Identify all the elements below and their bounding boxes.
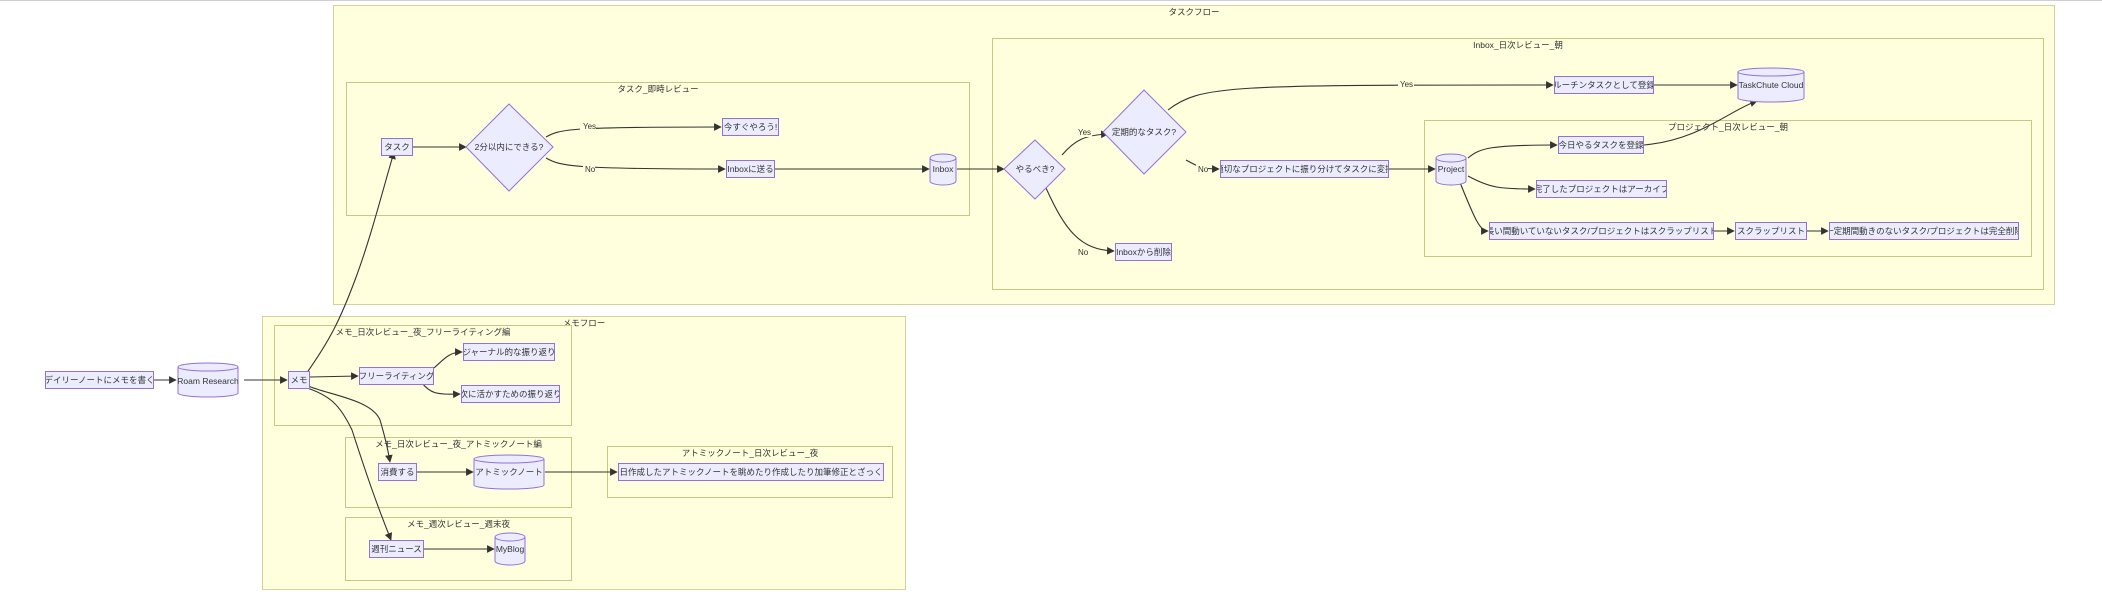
edge-memo-weekly [303,386,393,541]
edge-memo-digest [307,385,393,463]
cluster-label-memo-weekly: メモ_週次レビュー_週末夜 [407,519,510,529]
edge-label-yes-shoulddo: Yes [1078,128,1091,137]
edge-twomin-donow [545,123,722,138]
cluster-label-atomic-daily-review: アトミックノート_日次レビュー_夜 [681,448,819,458]
decision-should-do-label: やるべき? [1016,164,1055,174]
cluster-label-inbox-daily-review: Inbox_日次レビュー_朝 [1473,40,1563,50]
database-atomic-note-label: アトミックノート [475,467,543,477]
decision-routine-label: 定期的なタスク? [1112,127,1177,137]
node-delete: 一定期間動きのないタスク/プロジェクトは完全削除 [1829,222,2019,240]
cluster-inbox-daily-review: Inbox_日次レビュー_朝 [992,38,2044,290]
database-inbox [929,153,957,186]
edge-label-yes-routine: Yes [1400,80,1413,89]
database-myblog-label: MyBlog [496,544,525,554]
edge-label-yes-twomin: Yes [583,122,596,131]
edge-project-archive [1467,175,1536,193]
edge-shoulddo-routineq [1061,130,1109,156]
node-send-inbox: Inboxに送る [726,160,775,178]
edge-project-scrapmove [1458,179,1489,235]
edge-routineq-registerroutine [1167,81,1554,111]
node-freewriting: フリーライティング [359,367,434,385]
database-taskchute-cloud [1737,67,1805,103]
node-register-today: 今日やるタスクを登録 [1558,136,1644,154]
node-scrap-move: 長い間動いていないタスク/プロジェクトはスクラップリスト [1489,222,1714,240]
node-memo: メモ [288,371,310,389]
node-archive: 完了したプロジェクトはアーカイブ [1536,180,1667,198]
cluster-label-memo-flow: メモフロー [562,318,606,328]
edge-memo-task [305,151,396,375]
node-digest: 消費する [378,463,417,481]
database-taskchute-cloud-label: TaskChute Cloud [1739,80,1804,90]
database-atomic-note [473,454,545,490]
edge-shoulddo-deleteinbox [1045,187,1115,255]
node-convert-project: 適切なプロジェクトに振り分けてタスクに変換 [1220,160,1389,178]
decision-two-min-label: 2分以内にできる? [475,142,544,152]
node-scraplist: スクラップリスト [1735,222,1807,240]
edge-freewriting-journal [433,348,463,369]
database-project-label: Project [1438,164,1465,174]
edge-label-no-twomin: No [585,165,596,174]
node-task: タスク [381,138,413,156]
node-delete-inbox: Inboxから削除 [1115,243,1172,261]
edge-memo-freewriting [309,372,359,380]
node-weekly-news: 週刊ニュース [369,540,424,558]
edge-project-registertoday [1467,141,1558,159]
node-journal: ジャーナル的な振り返り [463,343,555,361]
edge-freewriting-next [421,382,461,399]
decision-routine [1102,89,1187,175]
database-inbox-label: Inbox [933,164,955,174]
edge-registertoday-taskchute [1643,99,1758,146]
node-atomic-review: 今日作成したアトミックノートを眺めたり作成したり加筆修正とざっくり [618,463,884,481]
edge-label-no-shoulddo: No [1078,248,1089,257]
database-project [1435,153,1467,186]
cluster-memo-freewriting: メモ_日次レビュー_夜_フリーライティング編 [274,325,572,426]
cluster-task-flow: タスクフロー [333,5,2055,305]
cluster-label-memo-atomic: メモ_日次レビュー_夜_アトミックノート編 [375,439,542,449]
decision-should-do [1003,139,1066,200]
database-roam-research [177,362,239,398]
cluster-label-task-flow: タスクフロー [1168,7,1220,17]
edge-twomin-sendinbox [545,157,726,173]
node-register-routine: ルーチンタスクとして登録 [1554,76,1654,94]
database-myblog [494,532,526,566]
node-do-now: 今すぐやろう! [722,118,779,136]
decision-two-min [465,103,554,192]
cluster-label-project-daily-review: プロジェクト_日次レビュー_朝 [1668,122,1788,132]
cluster-label-task-immediate-review: タスク_即時レビュー [617,84,699,94]
database-roam-research-label: Roam Research [177,376,239,386]
top-border [0,0,2102,1]
cluster-project-daily-review: プロジェクト_日次レビュー_朝 [1424,120,2032,257]
cluster-label-memo-freewriting: メモ_日次レビュー_夜_フリーライティング編 [335,327,511,337]
node-daily-note: デイリーノートにメモを書く [45,371,154,389]
edge-label-no-routine: No [1198,165,1209,174]
node-next-review: 次に活かすための振り返り [461,385,560,403]
cluster-memo-weekly: メモ_週次レビュー_週末夜 [345,517,572,581]
cluster-task-immediate-review: タスク_即時レビュー [346,82,970,216]
